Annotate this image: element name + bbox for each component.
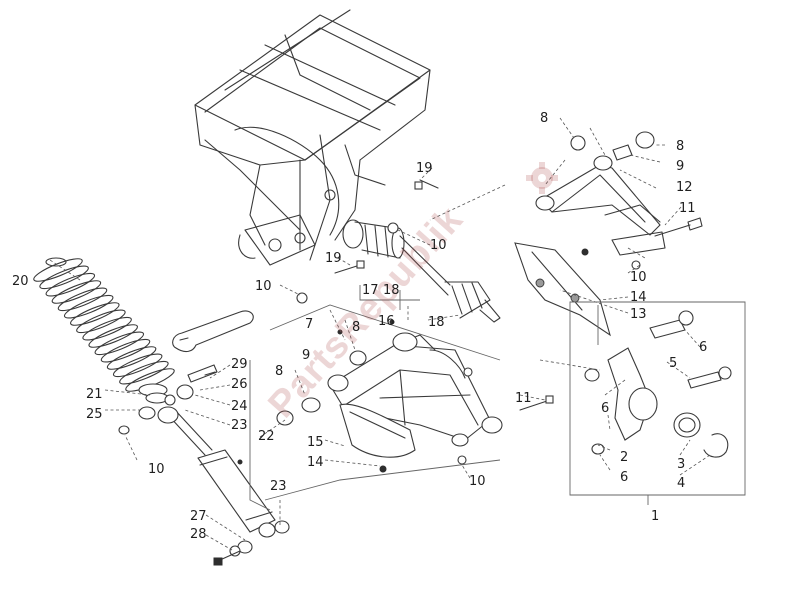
callout-6c: 6 <box>620 470 628 485</box>
callout-19a: 19 <box>416 161 433 176</box>
callout-28: 28 <box>190 527 207 542</box>
callout-21: 21 <box>86 387 103 402</box>
callout-5: 5 <box>669 356 677 371</box>
callout-3: 3 <box>677 457 685 472</box>
upper-a-arm <box>535 131 703 256</box>
spring-coil <box>39 265 89 290</box>
callout-11a: 11 <box>679 201 696 216</box>
spring-coil <box>112 353 163 378</box>
callout-10d: 10 <box>148 462 165 477</box>
spring-coil <box>94 331 145 356</box>
callout-17: 17 <box>362 283 379 298</box>
callout-12: 12 <box>676 180 693 195</box>
callout-11b: 11 <box>515 391 532 406</box>
spring-coil <box>51 280 102 304</box>
spring-coil <box>119 360 169 385</box>
spring-coil <box>45 272 96 297</box>
callout-23b: 23 <box>270 479 287 494</box>
callout-15: 15 <box>307 435 324 450</box>
callout-20: 20 <box>12 274 29 289</box>
callout-29: 29 <box>231 357 248 372</box>
callout-18b: 18 <box>428 315 445 330</box>
callout-4: 4 <box>677 476 685 491</box>
callout-10e: 10 <box>469 474 486 489</box>
callout-6b: 6 <box>601 401 609 416</box>
spring-coil <box>33 258 83 282</box>
spring-coil <box>100 338 151 363</box>
leader-lines <box>49 117 711 551</box>
callout-13: 13 <box>630 307 647 322</box>
callout-8c: 8 <box>352 320 360 335</box>
shock-absorber <box>118 364 290 566</box>
callout-numbers: 1 2 3 4 5 6 6 6 7 8 8 8 8 9 9 10 10 10 1… <box>12 111 707 542</box>
knuckle-assembly <box>569 301 746 496</box>
callout-26: 26 <box>231 377 248 392</box>
callout-24: 24 <box>231 399 248 414</box>
callout-10a: 10 <box>430 238 447 253</box>
callout-9a: 9 <box>676 159 684 174</box>
frame-assembly <box>194 9 431 266</box>
misc-fasteners <box>204 179 641 465</box>
callout-16: 16 <box>378 314 395 329</box>
callout-10b: 10 <box>630 270 647 285</box>
callout-27: 27 <box>190 509 207 524</box>
callout-8b: 8 <box>676 139 684 154</box>
spring-coil <box>106 346 157 370</box>
spring-coil <box>57 287 108 312</box>
callout-1: 1 <box>651 509 659 524</box>
callout-8a: 8 <box>540 111 548 126</box>
spring-coil <box>63 294 114 319</box>
skid-plate <box>339 403 416 473</box>
spring-coil <box>76 309 126 334</box>
coil-spring <box>33 257 175 404</box>
callout-19b: 19 <box>325 251 342 266</box>
callout-25: 25 <box>86 407 103 422</box>
spring-coil <box>70 302 120 326</box>
callout-22: 22 <box>258 429 275 444</box>
callout-18a: 18 <box>383 283 400 298</box>
callout-8d: 8 <box>275 364 283 379</box>
callout-23a: 23 <box>231 418 248 433</box>
callout-9b: 9 <box>302 348 310 363</box>
gear-icon <box>526 162 558 194</box>
callout-7: 7 <box>305 317 313 332</box>
spring-coil <box>82 316 132 341</box>
callout-14a: 14 <box>630 290 647 305</box>
callout-2: 2 <box>620 450 628 465</box>
spring-coil <box>88 324 138 348</box>
callout-6a: 6 <box>699 340 707 355</box>
callout-10c: 10 <box>255 279 272 294</box>
arm-guard <box>514 242 611 337</box>
callout-14b: 14 <box>307 455 324 470</box>
spanner-wrench <box>172 310 254 353</box>
